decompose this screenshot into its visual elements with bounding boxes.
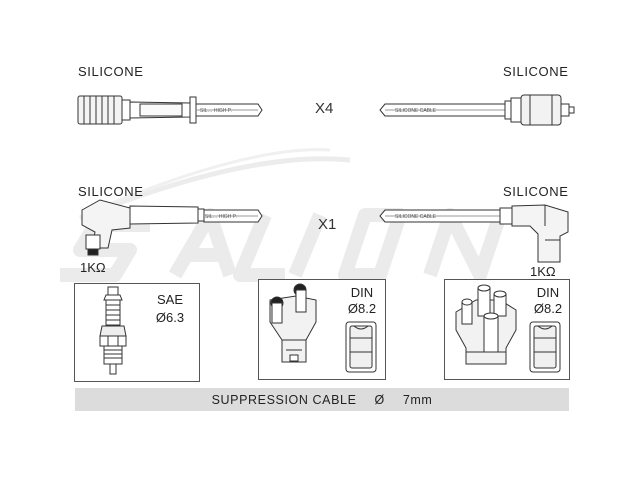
cable-diameter-value: 7mm <box>402 392 433 407</box>
straight-connector-right <box>504 94 575 126</box>
angled-connector-right <box>499 204 569 263</box>
din-terminal-left-icon <box>345 321 377 373</box>
silicone-label-top-right: SILICONE <box>503 64 569 79</box>
suppression-cable-text: SUPPRESSION CABLE <box>211 392 357 407</box>
diameter-symbol: Ø <box>374 392 385 407</box>
cable-print-top-left: SIL… HIGH P. <box>200 108 232 114</box>
cable-print-mid-right: SILICONE CABLE <box>395 214 437 220</box>
suppression-cable-bar: SUPPRESSION CABLE Ø 7mm <box>75 388 569 411</box>
straight-plug-boot-left <box>77 95 197 125</box>
multiplier-x4: X4 <box>315 100 334 117</box>
cable-print-top-right: SILICONE CABLE <box>395 108 437 114</box>
resistor-label-left: 1KΩ <box>80 260 106 275</box>
din-right-name: DIN <box>536 285 560 300</box>
resistor-label-right: 1KΩ <box>530 264 556 279</box>
silicone-label-top-left: SILICONE <box>78 64 144 79</box>
din-right-size: Ø8.2 <box>533 301 563 316</box>
silicone-label-mid-left: SILICONE <box>78 184 144 199</box>
sae-terminal-name: SAE <box>156 292 183 307</box>
din-left-size: Ø8.2 <box>347 301 377 316</box>
distributor-cap-right-icon <box>455 284 517 365</box>
din-terminal-right-icon <box>529 321 561 373</box>
sae-terminal-size: Ø6.3 <box>155 310 185 325</box>
distributor-cap-left-icon <box>269 283 317 363</box>
din-left-name: DIN <box>350 285 374 300</box>
multiplier-x1: X1 <box>318 216 337 233</box>
sae-terminal-box <box>74 283 200 382</box>
cable-print-mid-left: SIL… HIGH P. <box>205 214 237 220</box>
angled-plug-boot-left <box>81 199 205 256</box>
silicone-label-mid-right: SILICONE <box>503 184 569 199</box>
spark-plug-icon <box>99 286 127 375</box>
